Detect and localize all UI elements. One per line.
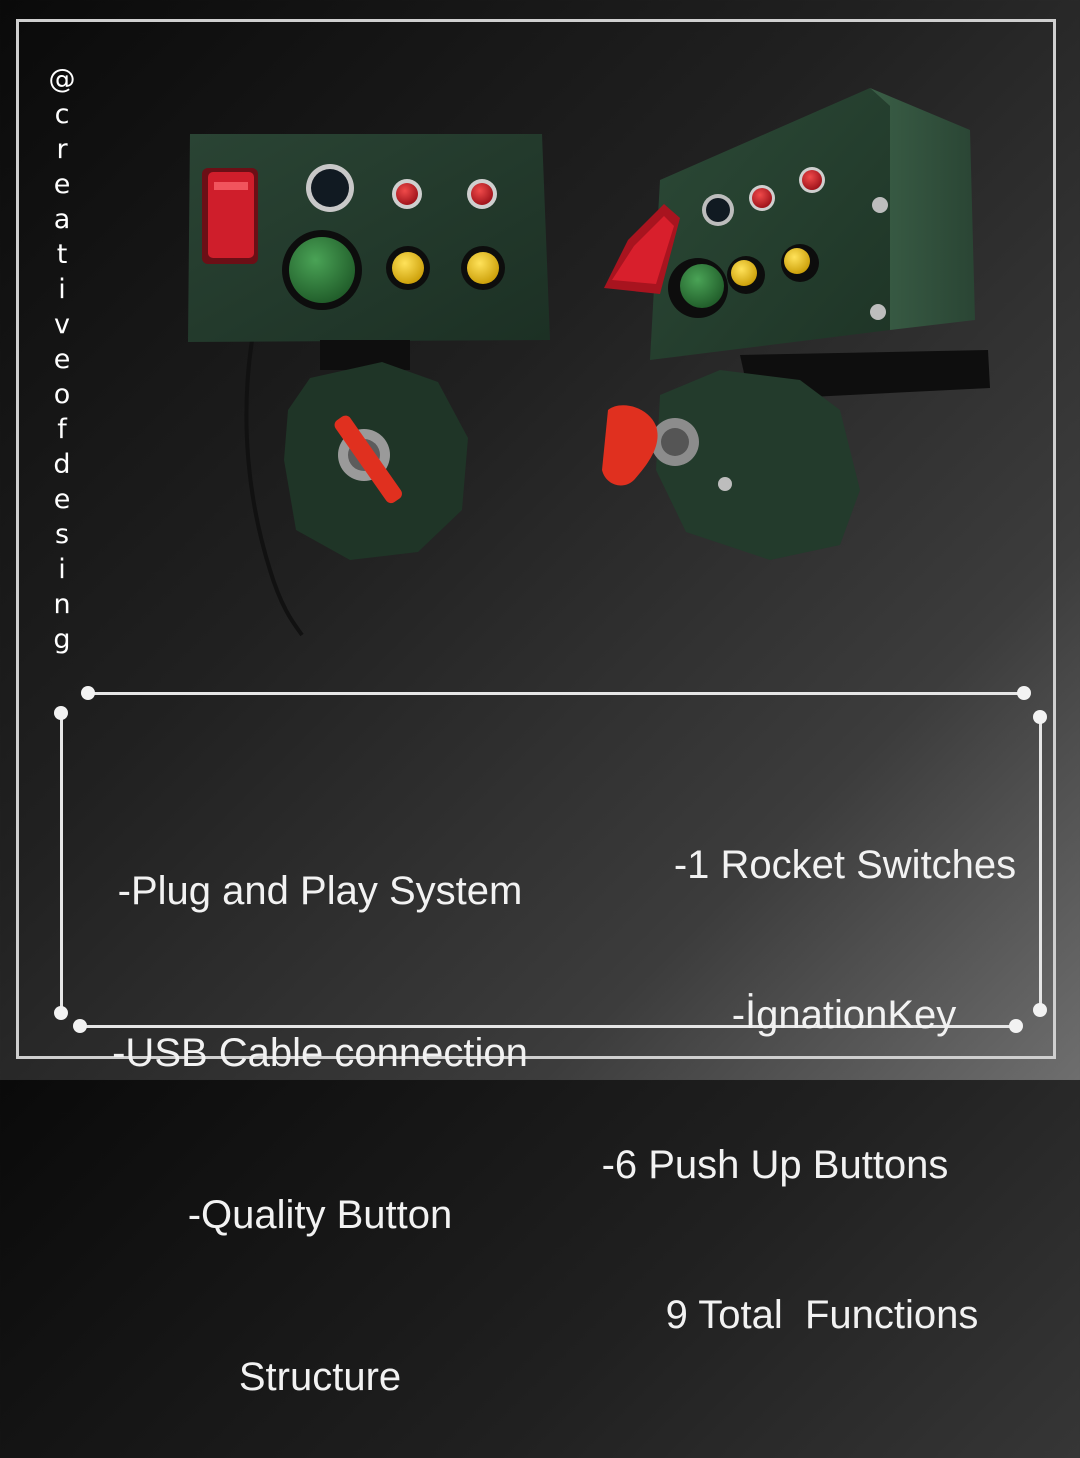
handle-char: e [53,344,71,375]
ignition-housing [656,370,860,560]
toggle-switch-icon [604,204,680,294]
yellow-push-button-icon [784,248,810,274]
handle-char: e [53,169,71,200]
feature-line: -USB Cable connection [112,1031,528,1075]
deco-line-top [88,692,1024,695]
ignition-lock-icon [661,428,689,456]
feature-line: Structure [238,1355,402,1399]
handle-char: s [54,519,70,550]
feature-line: -İgnationKey [731,993,957,1037]
deco-dot [81,686,95,700]
red-push-button-icon [802,170,822,190]
handle-char: d [53,449,71,480]
panel-side [870,88,975,330]
product-front-photo [188,134,550,637]
handle-char: i [58,554,66,585]
deco-dot [1033,710,1047,724]
red-push-button-icon [752,188,772,208]
features-right: -1 Rocket Switches -İgnationKey -6 Push … [580,740,1020,1390]
handle-char: c [54,99,70,130]
green-push-button-icon [680,264,724,308]
handle-char: n [53,589,71,620]
toggle-switch-icon [202,168,258,264]
green-push-button-icon [289,237,355,303]
button-panel-box [188,134,550,342]
deco-line-left [60,713,63,1013]
screw-icon [870,304,886,320]
screw-icon [718,477,732,491]
usb-cable [244,339,304,637]
feature-line: -Quality Button [187,1193,453,1237]
handle-char: t [56,239,68,270]
handle-char: v [54,309,70,340]
deco-dot [54,1006,68,1020]
ignition-key-icon [602,405,658,486]
deco-line-bottom [80,1025,1016,1028]
red-push-button-icon [396,183,418,205]
product-side-photo [602,88,990,560]
outer-frame [16,19,1056,1059]
handle-char: e [53,484,71,515]
indicator-light-icon [706,198,730,222]
deco-dot [54,706,68,720]
indicator-light-icon [311,169,349,207]
handle-char: o [53,379,71,410]
red-push-button-icon [471,183,493,205]
handle-char: g [53,624,71,655]
yellow-push-button-icon [467,252,499,284]
deco-dot [1009,1019,1023,1033]
handle-char: f [57,414,67,445]
feature-line: -6 Push Up Buttons [601,1143,949,1187]
yellow-push-button-icon [731,260,757,286]
ignition-key-icon [334,415,402,504]
button-panel-box [650,88,890,360]
handle-char: @ [48,64,76,95]
deco-dot [1033,1003,1047,1017]
vertical-brand-handle: @ c r e a t i v e o f d e s i n g [44,62,80,657]
features-left: -Plug and Play System -USB Cable connect… [70,756,570,1458]
deco-dot [1017,686,1031,700]
handle-char: i [58,274,66,305]
feature-line: -Plug and Play System [117,869,523,913]
mount-bracket [320,340,410,370]
yellow-push-button-icon [392,252,424,284]
deco-line-right [1039,717,1042,1010]
handle-char: r [56,134,68,165]
screw-icon [872,197,888,213]
feature-line: 9 Total Functions [665,1293,979,1337]
feature-line: -1 Rocket Switches [673,843,1017,887]
handle-char: a [53,204,71,235]
deco-dot [73,1019,87,1033]
